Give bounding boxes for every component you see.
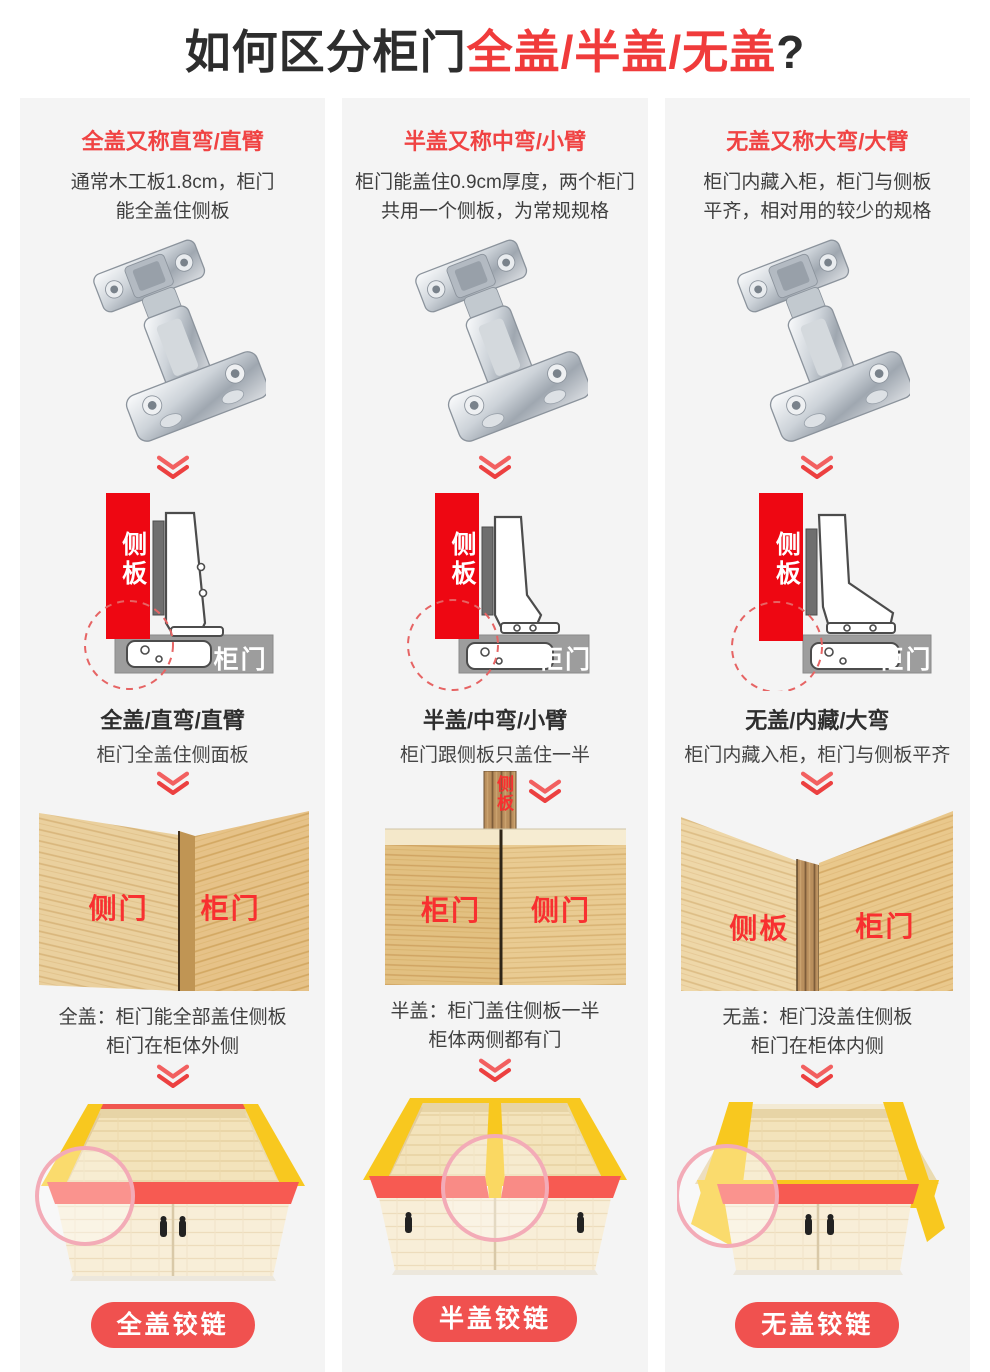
wood-left-label: 侧板: [729, 913, 790, 944]
chevron-down-icon: [342, 455, 647, 481]
hinge-photo: [355, 230, 635, 452]
side-panel-label: 侧板: [772, 531, 801, 589]
bottom-note: 无盖：柜门没盖住侧板 柜门在柜体内侧: [665, 1003, 970, 1061]
description-line: 通常木工板1.8cm，柜门: [70, 172, 275, 193]
wood-left-label: 柜门: [420, 895, 481, 926]
description-line: 柜门能盖住0.9cm厚度，两个柜门: [355, 172, 635, 193]
overlay-diagram: 侧板 柜门: [677, 487, 957, 691]
bottom-line: 柜门在柜体内侧: [750, 1036, 884, 1057]
wood-joint-photo: 侧板 柜门: [677, 803, 957, 991]
chevron-down-icon: [20, 455, 325, 481]
mid-description: 柜门跟侧板只盖住一半: [399, 745, 590, 766]
cabinet-photo: [675, 1096, 957, 1288]
chevron-down-icon: [20, 1064, 325, 1090]
wood-joint-photo: 侧板 柜门 侧门: [355, 770, 635, 985]
bottom-note: 半盖：柜门盖住侧板一半 柜体两侧都有门: [342, 997, 647, 1055]
hinge-type-badge: 无盖铰链: [735, 1302, 900, 1348]
side-panel-label: 侧板: [118, 531, 147, 589]
mid-description: 柜门全盖住侧面板: [96, 745, 249, 766]
chevron-down-icon: [523, 779, 567, 810]
overlay-diagram: 侧板 柜门: [355, 487, 635, 691]
page-title: 如何区分柜门全盖/半盖/无盖?: [0, 0, 990, 86]
cabinet-photo: [33, 1096, 313, 1288]
bottom-line: 全盖：柜门能全部盖住侧板: [58, 1007, 287, 1028]
description-line: 共用一个侧板，为常规规格: [380, 201, 609, 222]
column-half-overlay: 半盖又称中弯/小臂 柜门能盖住0.9cm厚度，两个柜门 共用一个侧板，为常规规格: [342, 98, 648, 1372]
column-description: 柜门能盖住0.9cm厚度，两个柜门 共用一个侧板，为常规规格: [342, 168, 647, 226]
door-label: 柜门: [213, 646, 268, 674]
description-line: 柜门内藏入柜，柜门与侧板: [703, 172, 932, 193]
chevron-down-icon: [665, 771, 970, 797]
title-suffix: ?: [776, 26, 806, 78]
column-description: 柜门内藏入柜，柜门与侧板 平齐，相对用的较少的规格: [665, 168, 970, 226]
hinge-photo: [677, 230, 957, 452]
column-inset: 无盖又称大弯/大臂 柜门内藏入柜，柜门与侧板 平齐，相对用的较少的规格: [664, 98, 970, 1372]
bottom-line: 柜门在柜体外侧: [106, 1036, 240, 1057]
column-title: 半盖又称中弯/小臂: [403, 129, 587, 154]
chevron-down-icon: [665, 1064, 970, 1090]
wood-left-label: 侧门: [88, 893, 149, 924]
chevron-down-icon: [665, 455, 970, 481]
column-title: 全盖又称直弯/直臂: [81, 129, 264, 154]
wood-right-label: 柜门: [200, 893, 261, 924]
chevron-down-icon: [342, 1058, 647, 1084]
door-label: 柜门: [537, 646, 592, 674]
door-label: 柜门: [878, 646, 933, 674]
column-full-overlay: 全盖又称直弯/直臂 通常木工板1.8cm，柜门 能全盖住侧板 侧: [20, 98, 326, 1372]
column-description: 通常木工板1.8cm，柜门 能全盖住侧板: [20, 168, 325, 226]
wood-right-label: 柜门: [855, 911, 916, 942]
description-line: 能全盖住侧板: [115, 201, 230, 222]
hinge-type-badge: 半盖铰链: [412, 1296, 577, 1342]
bottom-line: 无盖：柜门没盖住侧板: [722, 1007, 913, 1028]
hinge-photo: [33, 230, 313, 452]
bottom-note: 全盖：柜门能全部盖住侧板 柜门在柜体外侧: [20, 1003, 325, 1061]
title-highlight: 全盖/半盖/无盖: [466, 26, 777, 78]
mid-title: 半盖/中弯/小臂: [422, 708, 568, 733]
wood-top-label: 侧板: [493, 775, 513, 813]
hinge-type-badge: 全盖铰链: [90, 1302, 255, 1348]
columns-container: 全盖又称直弯/直臂 通常木工板1.8cm，柜门 能全盖住侧板 侧: [0, 98, 990, 1372]
wood-joint-photo: 侧门 柜门: [33, 803, 313, 991]
column-title: 无盖又称大弯/大臂: [726, 129, 909, 154]
cabinet-photo: [355, 1090, 635, 1282]
title-prefix: 如何区分柜门: [184, 26, 467, 78]
description-line: 平齐，相对用的较少的规格: [703, 201, 932, 222]
bottom-line: 半盖：柜门盖住侧板一半: [390, 1001, 600, 1022]
mid-title: 无盖/内藏/大弯: [745, 708, 890, 733]
mid-title: 全盖/直弯/直臂: [100, 708, 245, 733]
overlay-diagram: 侧板 柜门: [33, 487, 313, 691]
side-panel-label: 侧板: [447, 531, 476, 589]
mid-description: 柜门内藏入柜，柜门与侧板平齐: [684, 745, 951, 766]
bottom-line: 柜体两侧都有门: [428, 1030, 562, 1051]
chevron-down-icon: [20, 771, 325, 797]
wood-right-label: 侧门: [530, 895, 591, 926]
